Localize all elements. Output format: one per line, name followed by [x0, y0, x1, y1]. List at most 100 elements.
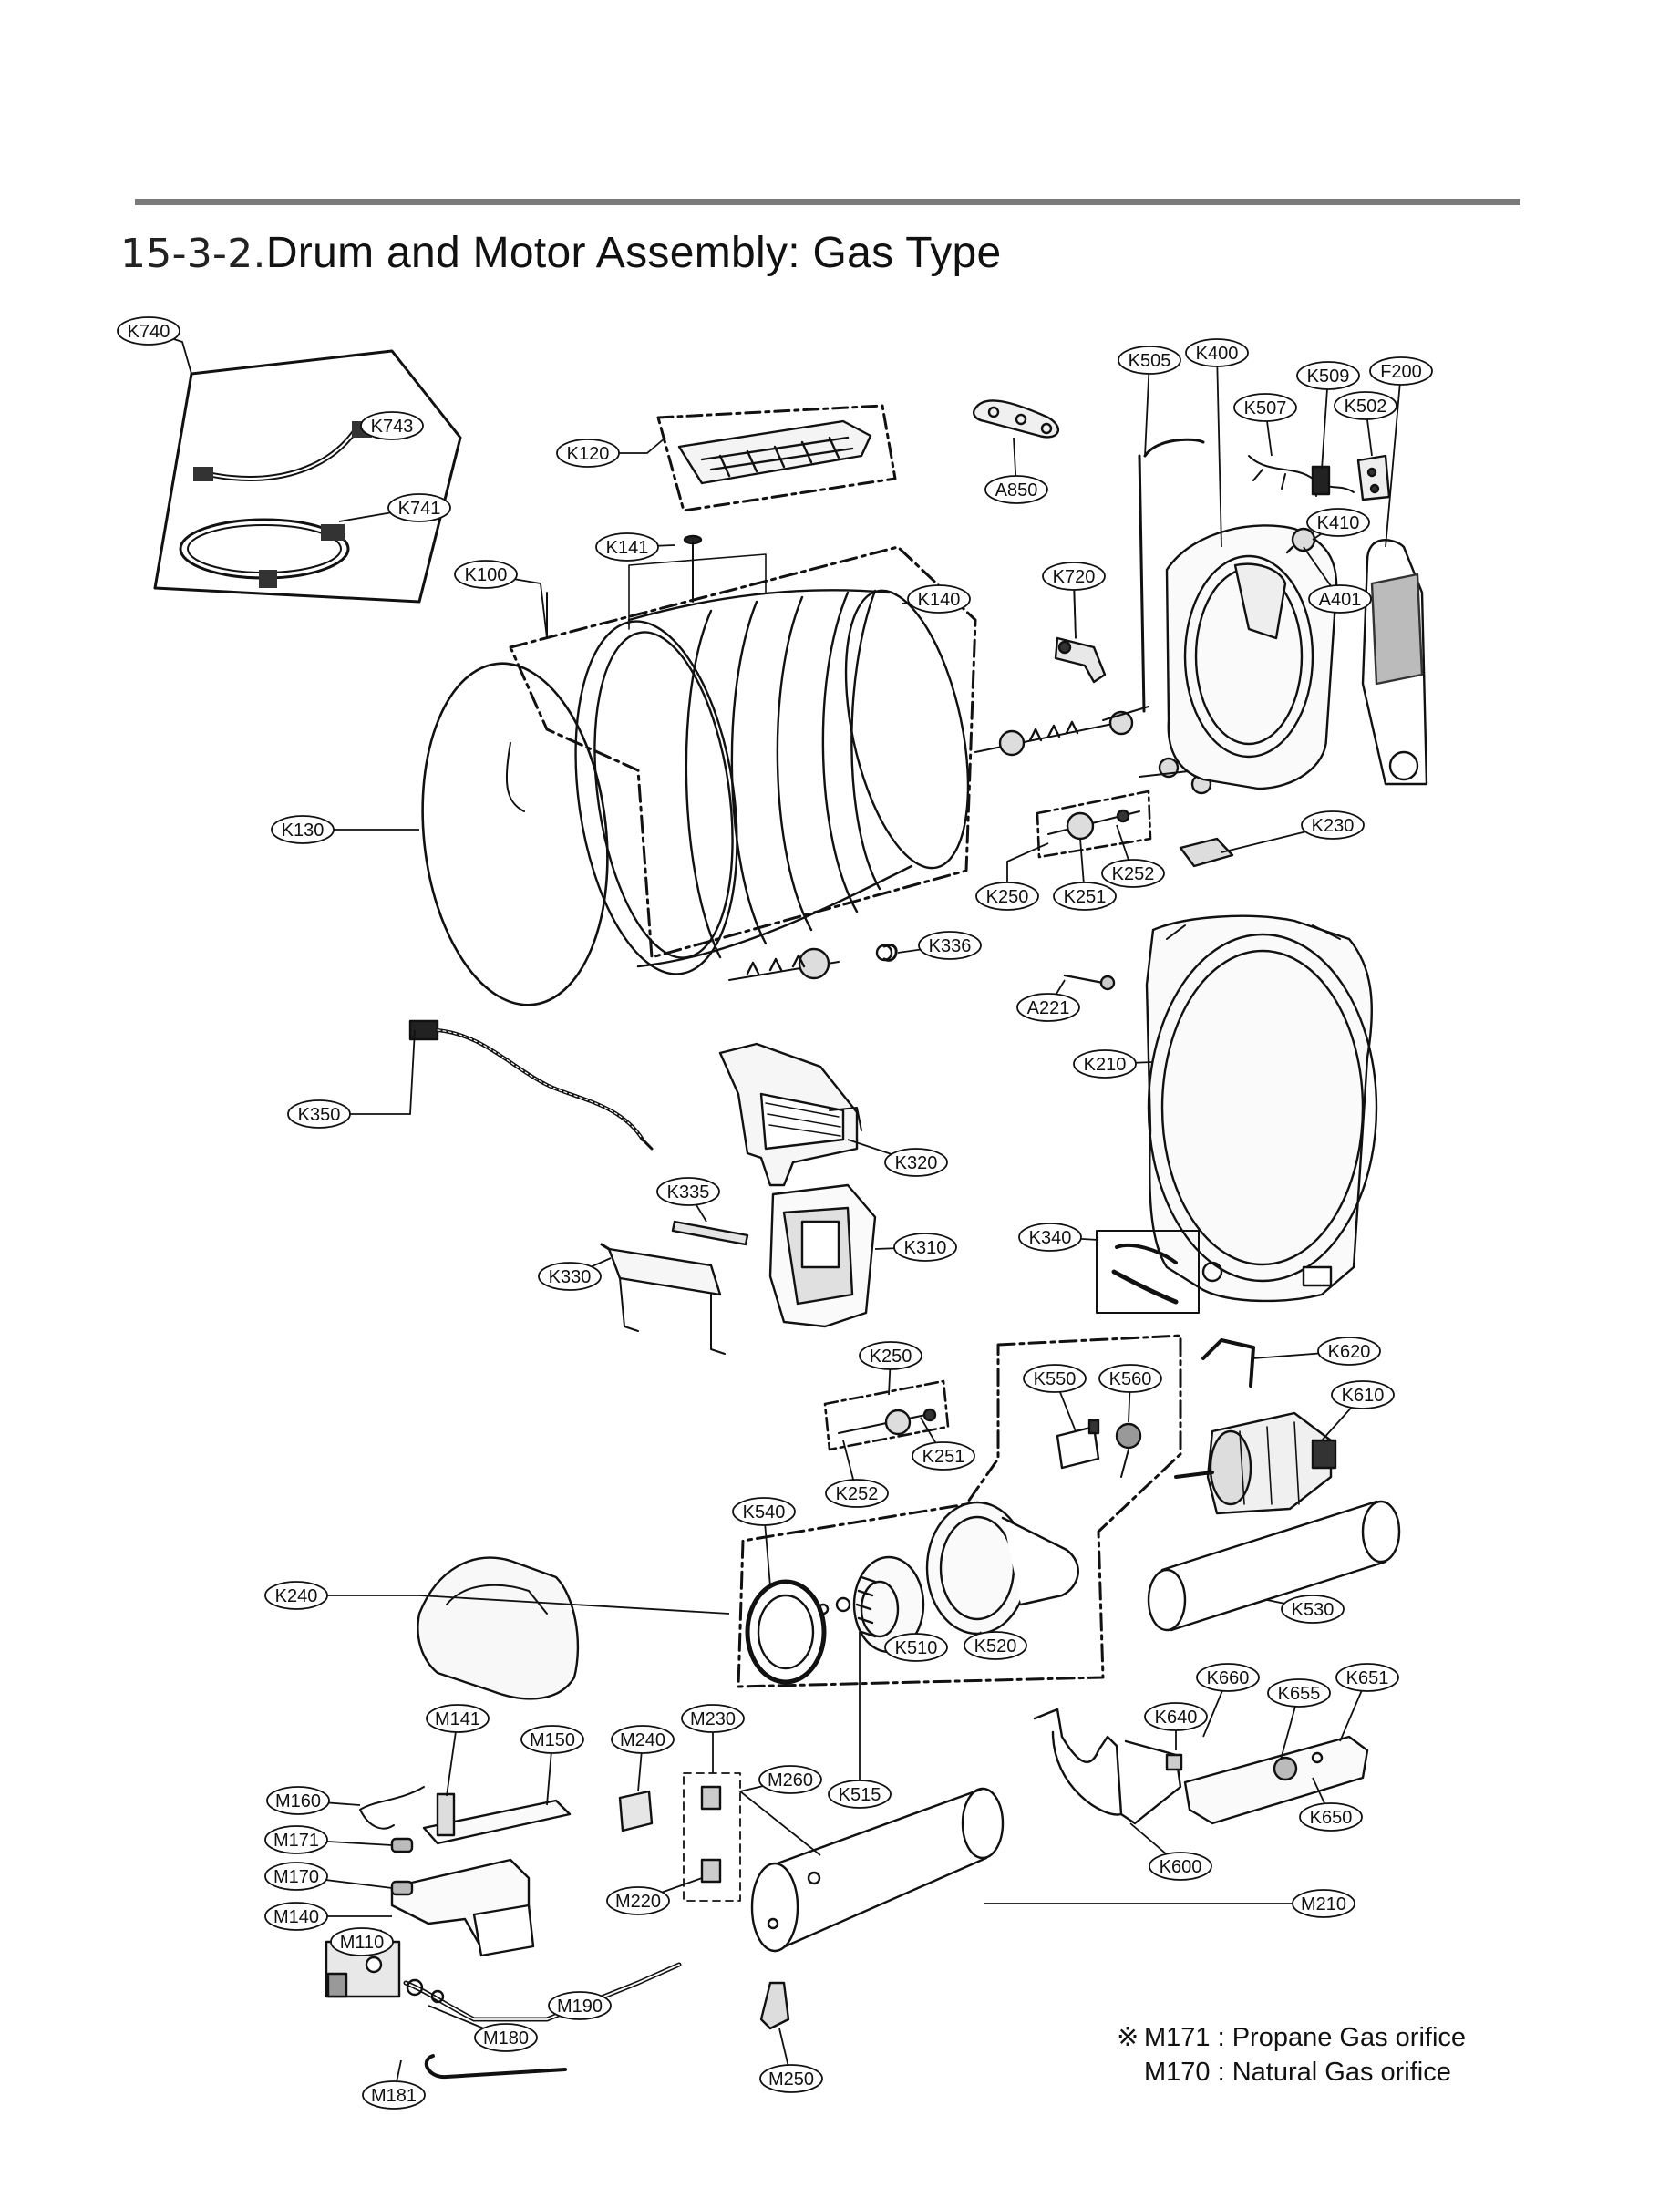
note-natural: M170 : Natural Gas orifice — [1144, 2058, 1451, 2087]
callout-k400: K400 — [1185, 338, 1249, 367]
callout-k530: K530 — [1281, 1595, 1345, 1624]
callout-label: K741 — [398, 499, 441, 519]
callout-label: K320 — [895, 1153, 938, 1173]
callout-label: M210 — [1301, 1894, 1346, 1914]
note-propane: M171 : Propane Gas orifice — [1144, 2023, 1467, 2052]
burner-bracket-k650 — [1165, 1735, 1369, 1825]
callout-m180: M180 — [474, 2023, 538, 2052]
rear-bulkhead — [1165, 524, 1338, 790]
callout-label: M171 — [273, 1831, 319, 1851]
callout-label: K251 — [1064, 887, 1107, 907]
callout-label: K141 — [606, 538, 649, 558]
callout-label: A850 — [995, 480, 1038, 501]
callout-m181: M181 — [362, 2080, 426, 2110]
lint-duct-f200 — [1361, 539, 1428, 786]
callout-k510: K510 — [884, 1633, 948, 1662]
motor-clip-k620 — [1201, 1338, 1255, 1388]
callout-k251: K251 — [912, 1441, 975, 1471]
callout-m150: M150 — [520, 1725, 584, 1754]
blower-assembly-outline — [737, 1334, 1182, 1688]
burner-bracket-m250 — [759, 1981, 790, 2030]
callout-k502: K502 — [1334, 391, 1397, 420]
callout-label: K720 — [1053, 567, 1096, 587]
duct-cover-k240 — [417, 1556, 580, 1700]
callout-k252: K252 — [1101, 859, 1165, 888]
callout-k100: K100 — [454, 560, 518, 589]
lint-filter — [768, 1183, 877, 1328]
callout-label: M170 — [273, 1867, 319, 1887]
base-bracket-k600 — [1033, 1708, 1182, 1825]
belt-kit-box — [1096, 1230, 1200, 1314]
callout-a221: A221 — [1016, 993, 1080, 1022]
flame-sensor-m260 — [700, 1785, 722, 1811]
thermistor-k560 — [1115, 1422, 1142, 1478]
roller-kit-mid — [838, 1408, 937, 1436]
leader-line — [1385, 370, 1402, 548]
callout-k336: K336 — [918, 931, 982, 960]
callout-k720: K720 — [1042, 562, 1106, 591]
roller-kit-upper — [1047, 809, 1140, 841]
callout-k141: K141 — [595, 532, 659, 562]
orifice-note: ※M171 : Propane Gas orifice M170 : Natur… — [1117, 2020, 1466, 2090]
callout-k660: K660 — [1196, 1663, 1260, 1692]
drum-baffle — [677, 419, 872, 485]
callout-k509: K509 — [1296, 361, 1360, 390]
drum-shaft-lower — [728, 947, 840, 981]
callout-label: M160 — [275, 1791, 321, 1811]
callout-label: K250 — [870, 1347, 912, 1367]
callout-label: K560 — [1109, 1369, 1152, 1389]
callout-label: K610 — [1342, 1386, 1385, 1406]
burner-manifold — [390, 1792, 572, 1957]
callout-a850: A850 — [984, 475, 1048, 504]
callout-m210: M210 — [1292, 1889, 1355, 1918]
callout-a401: A401 — [1308, 584, 1372, 614]
blower-gasket — [745, 1579, 827, 1685]
callout-k410: K410 — [1306, 508, 1370, 537]
callout-label: K640 — [1155, 1708, 1198, 1728]
callout-m230: M230 — [681, 1704, 745, 1733]
callout-label: K520 — [974, 1636, 1017, 1656]
callout-label: M240 — [620, 1730, 665, 1750]
leader-line — [296, 1595, 730, 1615]
callout-k250: K250 — [975, 882, 1039, 911]
callout-k651: K651 — [1335, 1663, 1399, 1692]
callout-label: K250 — [986, 887, 1029, 907]
callout-k550: K550 — [1023, 1364, 1087, 1393]
callout-k252: K252 — [825, 1479, 889, 1508]
callout-label: K210 — [1084, 1055, 1127, 1075]
callout-k505: K505 — [1118, 346, 1181, 375]
callout-k335: K335 — [656, 1177, 720, 1206]
callout-k560: K560 — [1098, 1364, 1162, 1393]
front-bulkhead — [1145, 914, 1378, 1303]
lint-guide-bracket-k330 — [600, 1243, 726, 1355]
callout-k240: K240 — [264, 1581, 328, 1610]
roller-kit-mid-outline — [823, 1379, 950, 1451]
callout-label: K620 — [1328, 1342, 1371, 1362]
callout-label: M110 — [340, 1933, 385, 1953]
callout-label: K140 — [918, 590, 961, 610]
section-title: Drum and Motor Assembly: Gas Type — [265, 229, 1002, 277]
callout-m141: M141 — [426, 1704, 490, 1733]
callout-label: K251 — [922, 1447, 965, 1467]
exhaust-duct — [1147, 1500, 1401, 1632]
callout-m160: M160 — [266, 1786, 330, 1815]
callout-label: K340 — [1029, 1228, 1072, 1248]
callout-label: M140 — [273, 1907, 319, 1927]
callout-k620: K620 — [1317, 1337, 1381, 1366]
spring-k336 — [875, 944, 898, 962]
callout-label: K550 — [1034, 1369, 1077, 1389]
callout-label: K252 — [836, 1484, 879, 1504]
roller-kit-outline — [1036, 790, 1152, 859]
callout-k540: K540 — [732, 1497, 796, 1526]
callout-label: K740 — [128, 322, 170, 342]
steam-nozzle-elbow — [1054, 587, 1107, 684]
callout-label: K655 — [1278, 1684, 1321, 1704]
igniter-wire-m160 — [359, 1786, 425, 1830]
belt-clips — [1111, 1244, 1179, 1305]
callout-k320: K320 — [884, 1148, 948, 1177]
sensor-cable — [408, 1019, 654, 1151]
callout-label: K502 — [1345, 397, 1387, 417]
callout-m250: M250 — [759, 2064, 823, 2093]
callout-k330: K330 — [538, 1262, 602, 1291]
flame-sensor-box — [683, 1772, 741, 1902]
